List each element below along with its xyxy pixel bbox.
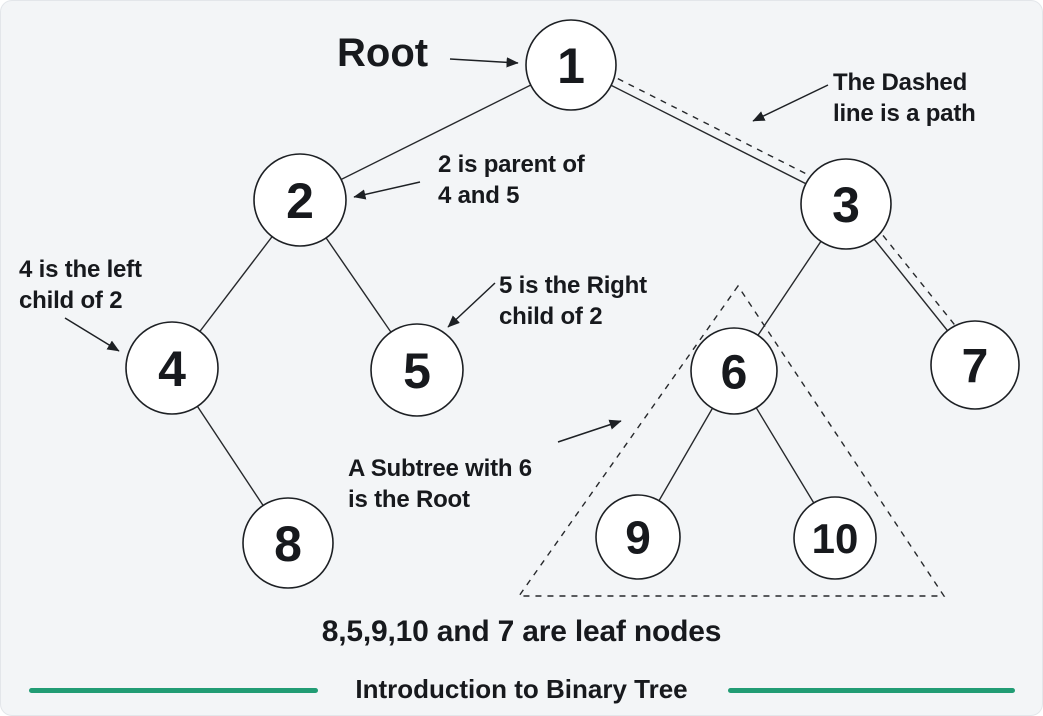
leaf-nodes-note: 8,5,9,10 and 7 are leaf nodes [321, 615, 722, 648]
dashed-path-note: The Dashed line is a path [833, 69, 976, 127]
node-7-label: 7 [962, 340, 989, 393]
node-6: 6 [690, 327, 778, 415]
node-10-label: 10 [812, 515, 859, 562]
node-2-label: 2 [286, 173, 314, 229]
dashed-path-1-3 [574, 56, 851, 197]
node-5-circle [370, 323, 464, 417]
node-6-label: 6 [721, 346, 748, 399]
node-9: 9 [595, 494, 681, 580]
node-6-circle [690, 327, 778, 415]
root-arrow [449, 57, 519, 68]
left-child-note: 4 is the left child of 2 [19, 256, 142, 314]
footer-rule-right [728, 688, 1015, 693]
node-7: 7 [930, 320, 1020, 410]
node-1: 1 [525, 19, 617, 111]
node-5: 5 [370, 323, 464, 417]
node-4: 4 [125, 321, 219, 415]
node-8: 8 [242, 497, 334, 589]
right-child-note-arrow [447, 282, 496, 328]
node-1-label: 1 [557, 38, 585, 94]
left-child-note-arrow [64, 317, 120, 352]
node-7-circle [930, 320, 1020, 410]
edge-1-3 [570, 64, 847, 205]
parent-note-arrow [353, 181, 421, 200]
node-3-label: 3 [832, 177, 860, 233]
footer-title: Introduction to Binary Tree [355, 674, 688, 704]
node-3: 3 [800, 158, 892, 250]
right-child-note: 5 is the Right child of 2 [499, 272, 647, 330]
node-1-circle [525, 19, 617, 111]
dashed-note-arrow [752, 84, 829, 122]
node-3-circle [800, 158, 892, 250]
subtree-triangle [517, 284, 946, 597]
annotation-arrows [64, 57, 829, 443]
node-9-label: 9 [625, 512, 651, 564]
subtree-note-arrow [557, 419, 622, 443]
root-label: Root [337, 31, 429, 75]
tree-nodes: 1 2 3 4 5 6 7 [125, 19, 1020, 589]
subtree-note: A Subtree with 6 is the Root [348, 455, 532, 513]
node-8-circle [242, 497, 334, 589]
node-10: 10 [793, 496, 877, 580]
parent-note: 2 is parent of 4 and 5 [438, 151, 585, 209]
node-5-label: 5 [403, 343, 431, 399]
node-4-circle [125, 321, 219, 415]
node-2-circle [253, 153, 347, 247]
node-10-circle [793, 496, 877, 580]
node-2: 2 [253, 153, 347, 247]
footer-rule-left [29, 688, 318, 693]
edge-1-2 [299, 64, 572, 201]
node-8-label: 8 [274, 516, 302, 572]
node-4-label: 4 [158, 341, 186, 397]
node-9-circle [595, 494, 681, 580]
